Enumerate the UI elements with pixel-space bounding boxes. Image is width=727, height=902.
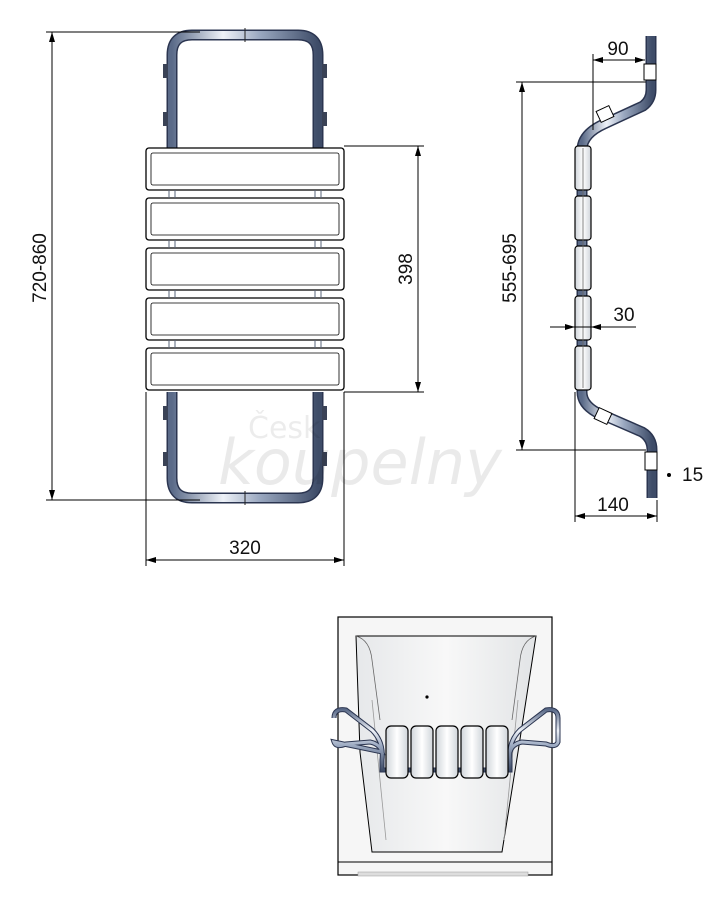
bathtub-view bbox=[330, 616, 561, 877]
side-slats bbox=[574, 145, 592, 391]
drain-point bbox=[425, 695, 429, 699]
dimension-depth: 140 bbox=[574, 392, 658, 522]
dimension-label-side-height: 555-695 bbox=[500, 233, 521, 303]
watermark-line2: koupelny bbox=[218, 426, 503, 499]
dimension-label-height-total: 720-860 bbox=[30, 233, 51, 303]
front-view: 720-860 320 398 bbox=[30, 28, 424, 566]
seat-slat bbox=[145, 147, 345, 191]
dimension-label-thickness: 30 bbox=[613, 305, 634, 326]
side-coupling bbox=[644, 451, 658, 471]
watermark: Česk koupelny bbox=[218, 409, 503, 499]
tub-seat-slats bbox=[385, 725, 509, 779]
watermark-line1: Česk bbox=[248, 409, 321, 446]
dimension-side-height: 555-695 bbox=[500, 81, 646, 451]
side-coupling bbox=[593, 406, 613, 426]
seat-slats bbox=[145, 147, 345, 391]
dimension-label-depth: 140 bbox=[597, 495, 629, 516]
seat-slat bbox=[145, 197, 345, 241]
dimension-width: 320 bbox=[145, 392, 345, 566]
seat-slat bbox=[145, 247, 345, 291]
seat-slat bbox=[145, 347, 345, 391]
dimension-label-width: 320 bbox=[229, 538, 261, 559]
dimension-label-top-offset: 90 bbox=[607, 39, 628, 60]
seat-slat bbox=[145, 297, 345, 341]
dimension-tube: 15 bbox=[667, 465, 703, 486]
dimension-top-offset: 90 bbox=[592, 39, 645, 130]
top-frame-tube bbox=[166, 29, 324, 150]
dimension-seat-height: 398 bbox=[344, 145, 424, 393]
side-view: 555-695 90 30 140 15 bbox=[500, 36, 703, 522]
dimension-label-seat-height: 398 bbox=[396, 253, 417, 285]
top-frame-tube-highlight bbox=[168, 31, 322, 150]
side-coupling bbox=[595, 104, 615, 124]
wall-brackets bbox=[163, 64, 327, 466]
dimension-height-total: 720-860 bbox=[30, 31, 200, 501]
dimension-label-tube: 15 bbox=[682, 465, 703, 486]
dimension-thickness: 30 bbox=[550, 305, 636, 330]
side-coupling bbox=[643, 63, 657, 81]
